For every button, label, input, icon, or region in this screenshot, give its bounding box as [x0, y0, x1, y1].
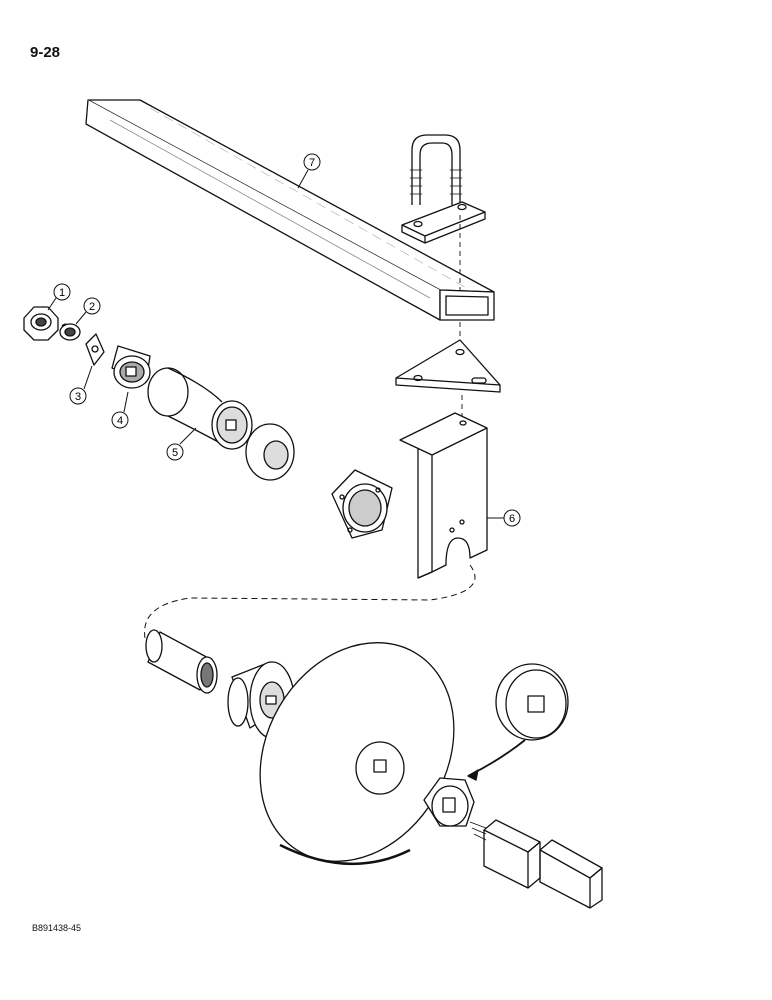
hex-nut [23, 306, 59, 341]
callout-4: 4 [111, 391, 129, 429]
svg-text:4: 4 [117, 415, 123, 427]
callout-6: 6 [487, 509, 521, 527]
washer-plate [85, 333, 105, 366]
bell-spacer [227, 661, 295, 739]
leader-curve [144, 564, 476, 639]
triangular-plate [395, 339, 501, 393]
callout-7: 7 [297, 153, 321, 189]
callout-3: 3 [69, 365, 93, 405]
svg-text:5: 5 [172, 447, 178, 459]
gang-bar-tube [85, 99, 495, 321]
lock-washer [59, 323, 81, 341]
hex-bearing-nut [423, 777, 475, 827]
bearing-end [111, 345, 151, 389]
svg-text:7: 7 [309, 157, 315, 169]
top-clamp-plate [401, 201, 486, 244]
callout-2: 2 [75, 297, 101, 325]
spacer-tube [145, 629, 218, 694]
svg-text:1: 1 [59, 287, 65, 299]
dome-cap [245, 423, 295, 481]
page-number: 9-28 [30, 44, 61, 61]
svg-text:2: 2 [89, 301, 95, 313]
svg-text:6: 6 [509, 513, 515, 525]
callout-1: 1 [47, 283, 71, 311]
hanger-bracket [399, 412, 488, 579]
callout-5: 5 [166, 427, 197, 461]
flat-cap [495, 663, 569, 741]
spool-spacer [147, 367, 253, 450]
bearing-housing [331, 469, 393, 539]
figure-code: B891438-45 [32, 923, 82, 933]
disc-blade [259, 642, 455, 865]
square-axle-shaft [469, 819, 603, 909]
svg-text:3: 3 [75, 391, 81, 403]
u-bolt [410, 134, 462, 205]
